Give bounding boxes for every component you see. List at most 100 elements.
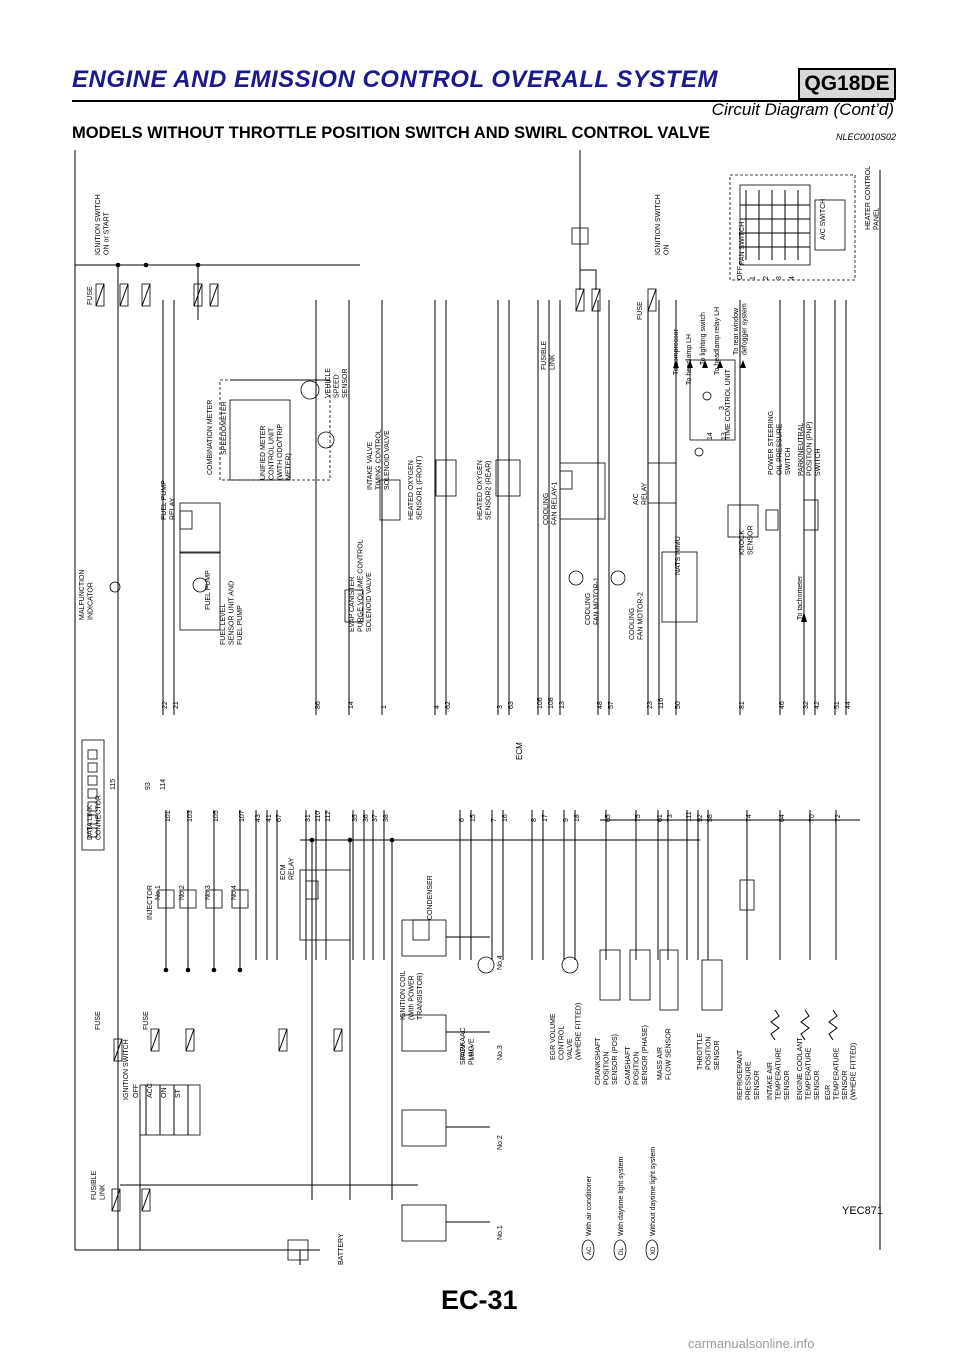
pnp-switch-icon [803, 499, 819, 531]
ecm-relay-box [299, 869, 351, 941]
ecm-pin-label: 3 [497, 705, 504, 709]
ecm-pin-label: 74 [746, 814, 753, 822]
fusible-link-icon [141, 1188, 151, 1212]
injector-icon [179, 889, 197, 909]
component-label: FUSE [87, 286, 94, 305]
ecm-pin-label: 58 [707, 814, 714, 822]
fuse-link [591, 288, 601, 312]
header-subtitle: Circuit Diagram (Cont’d) [711, 100, 894, 119]
ac-switch-box [814, 199, 846, 251]
ignition-switch-position-label: ON [161, 1088, 168, 1099]
ecm-label: ECM [515, 742, 524, 760]
component-label: To tachometer [797, 575, 804, 620]
ecm-pin-label: 15 [470, 814, 477, 822]
ecm-pin-label: 38 [383, 814, 390, 822]
junction-dot [185, 967, 191, 973]
ecm-pin-label: 106 [537, 697, 544, 709]
thermistor-icon [828, 1009, 838, 1041]
nats-immu-box [661, 551, 698, 623]
iacv-aac-valve-icon [477, 956, 495, 974]
ecm-pin-label: 36 [363, 814, 370, 822]
spark-plug-label: No.2 [497, 1135, 504, 1150]
legend-text: With daytime light system [618, 1156, 625, 1236]
component-label: SPEEDOMETER [221, 401, 228, 455]
fuse-link [141, 1188, 151, 1212]
ecm-pin-label: 103 [187, 810, 194, 822]
fuse-icon [647, 288, 657, 312]
egr-volume-control-valve-icon [561, 956, 579, 974]
component-label: FAN SWITCH [739, 222, 746, 265]
ecm-pin-label: 37 [372, 814, 379, 822]
dlc-pin-icon [87, 814, 98, 825]
ecm-pin-label: 7 [491, 818, 498, 822]
ecm-pin-label: 105 [213, 810, 220, 822]
legend-text: With air conditioner [586, 1175, 593, 1236]
ecm-pin-label: 35 [352, 814, 359, 822]
ignition-switch-box [139, 1084, 201, 1136]
component-label: TIME CONTROL UNIT [725, 368, 732, 440]
malfunction-indicator-lamp-icon [109, 581, 121, 593]
thermistor-icon [770, 1009, 780, 1041]
fan-switch-box [739, 184, 811, 266]
ignition-coil-icon [401, 919, 447, 957]
ecm-pin-label: 67 [276, 814, 283, 822]
dlc-pin-icon [87, 775, 98, 786]
fuse-icon [119, 283, 129, 307]
engine-code-badge: QG18DE [798, 68, 896, 100]
spark-plug-label: No.3 [497, 1045, 504, 1060]
ac-relay-box [647, 462, 677, 504]
legend-tag-label: AC [587, 1246, 593, 1255]
fuse-icon [141, 283, 151, 307]
junction-dot [211, 967, 217, 973]
component-label: INJECTOR [147, 885, 154, 920]
battery-icon [287, 1239, 309, 1261]
component-label: FUSE [95, 1011, 102, 1030]
fuse-link [193, 283, 203, 307]
ecm-pin-label: 112 [325, 811, 332, 822]
fuse-link [111, 1188, 121, 1212]
junction-dot [163, 967, 169, 973]
fan-switch-position-label: 4 [789, 276, 796, 280]
fuse-icon [113, 1038, 123, 1062]
junction-dot [195, 262, 201, 268]
relay-coil-icon [305, 880, 319, 900]
refrigerant-pressure-sensor-icon [739, 879, 755, 911]
fuse-link [647, 288, 657, 312]
header-divider [72, 100, 894, 102]
ecm-pin-label: 64 [779, 814, 786, 822]
fuse-icon [278, 1028, 288, 1052]
ecm-pin-label: 111 [686, 811, 693, 822]
ecm-pin-label: 46 [779, 701, 786, 709]
legend-tag-label: DL [619, 1247, 625, 1255]
dlc-pin-label: 115 [110, 779, 117, 790]
legend-tag-icon [613, 1239, 627, 1261]
ecm-pin-label: 22 [162, 701, 169, 709]
legend-text: Without daytime light system [650, 1147, 657, 1236]
arrow-icon [673, 360, 679, 368]
component-label: FUSE [143, 1011, 150, 1030]
dl-tag-icon [702, 391, 712, 401]
data-link-connector-box [81, 739, 105, 851]
ecm-pin-label: 110 [315, 811, 322, 822]
ecm-pin-label: 21 [173, 701, 180, 709]
injector-icon [231, 889, 249, 909]
dlc-pin-label: 93 [145, 782, 152, 790]
time-control-unit-box [689, 359, 736, 441]
ecm-pin-label: 23 [647, 701, 654, 709]
fuse-link [141, 283, 151, 307]
section-title: MODELS WITHOUT THROTTLE POSITION SWITCH … [72, 124, 710, 142]
intake-valve-solenoid-box [379, 479, 401, 521]
ecm-pin-label: 16 [502, 814, 509, 822]
condenser-icon [412, 919, 430, 941]
ecm-pin-label: 41 [266, 814, 273, 822]
